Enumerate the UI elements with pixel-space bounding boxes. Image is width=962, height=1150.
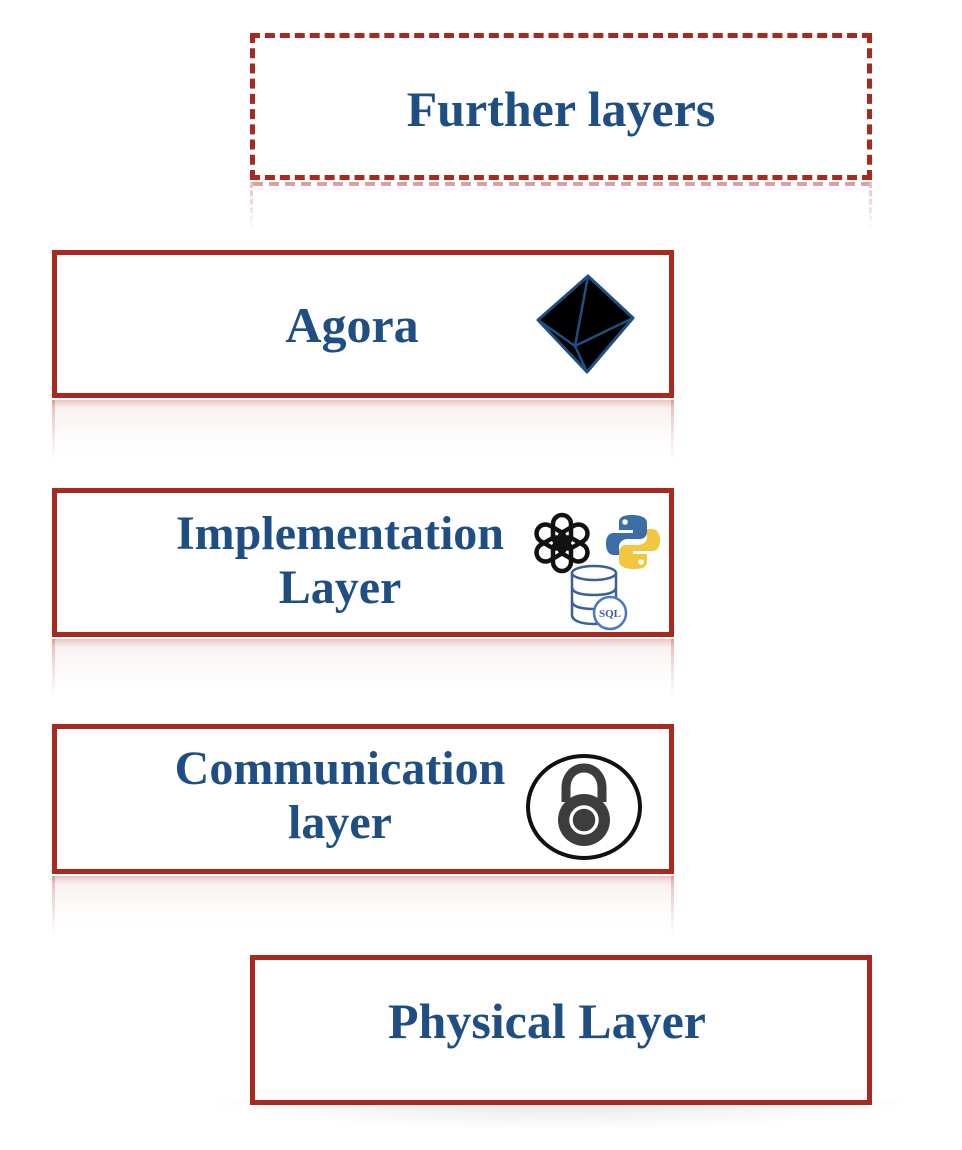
further-layers-reflection bbox=[250, 182, 872, 230]
physical-label: Physical Layer bbox=[387, 993, 707, 1049]
agora-reflection bbox=[52, 400, 674, 462]
further-layers-label: Further layers bbox=[406, 81, 716, 137]
python-icon bbox=[606, 515, 660, 569]
physical-box bbox=[250, 955, 872, 1105]
implementation-reflection bbox=[52, 639, 674, 699]
sql-database-icon: SQL bbox=[570, 564, 628, 631]
communication-label-line2: layer bbox=[288, 796, 392, 849]
agora-label: Agora bbox=[285, 297, 419, 353]
implementation-label-line2: Layer bbox=[278, 561, 402, 614]
further-layers-box bbox=[250, 33, 872, 180]
sql-badge-label: SQL bbox=[599, 608, 621, 620]
communication-reflection bbox=[52, 876, 674, 936]
physical-shadow bbox=[200, 1100, 920, 1130]
octahedron-icon bbox=[536, 274, 635, 374]
communication-label-line1: Communication bbox=[174, 742, 506, 795]
openai-icon bbox=[534, 512, 590, 574]
implementation-label-line1: Implementation bbox=[176, 507, 504, 560]
padlock-icon bbox=[526, 754, 642, 860]
